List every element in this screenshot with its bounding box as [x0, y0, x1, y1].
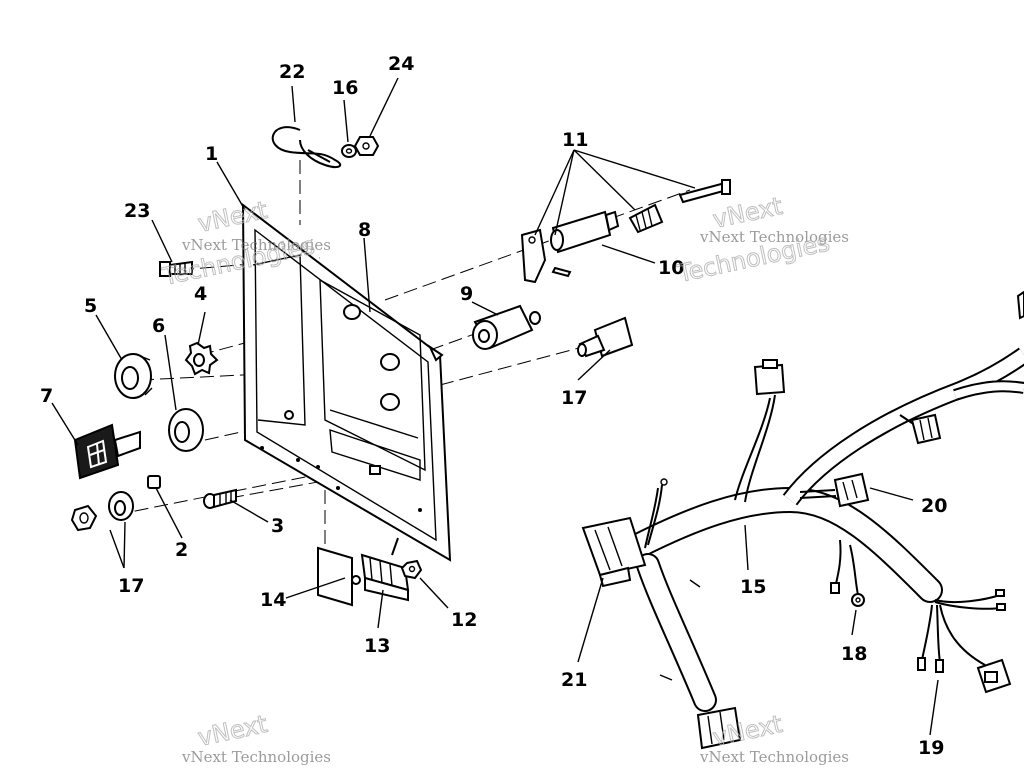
connector-top: [753, 359, 786, 396]
connector-edge: [1016, 290, 1024, 320]
callout-15: 15: [740, 576, 766, 598]
spade-terminals: [660, 478, 1006, 673]
callout-6: 6: [152, 315, 165, 337]
wiring-harness: [627, 347, 1024, 712]
control-panel: [241, 202, 452, 562]
connector-bottom: [696, 706, 742, 750]
callout-17-panel: 17: [561, 387, 587, 409]
callout-4: 4: [194, 283, 207, 305]
watermark-text-4: vNext Technologies: [699, 748, 849, 766]
callout-18: 18: [841, 643, 867, 665]
callout-5: 5: [84, 295, 97, 317]
mounting-plate: [317, 546, 361, 607]
callout-8: 8: [358, 219, 371, 241]
callout-12: 12: [451, 609, 477, 631]
callout-2: 2: [175, 539, 188, 561]
callout-24: 24: [388, 53, 414, 75]
knurled-nut: [114, 353, 153, 399]
callout-21: 21: [561, 669, 587, 691]
callout-22: 22: [279, 61, 305, 83]
callout-16: 16: [332, 77, 358, 99]
terminal-block: [360, 537, 410, 602]
callout-7: 7: [40, 385, 53, 407]
bolt: [203, 488, 237, 509]
connector-small: [910, 413, 942, 445]
star-washer: [184, 341, 219, 376]
toggle-switch: [577, 316, 634, 358]
callout-14: 14: [260, 589, 286, 611]
callout-3: 3: [271, 515, 284, 537]
callout-13: 13: [364, 635, 390, 657]
callout-20: 20: [921, 495, 947, 517]
push-switch: [472, 304, 541, 350]
watermark-text-1: vNext Technologies: [181, 236, 331, 254]
set-screw: [147, 475, 161, 489]
connector-19: [976, 658, 1012, 694]
callout-17-nut: 17: [118, 575, 144, 597]
callout-1: 1: [205, 143, 218, 165]
callout-19: 19: [918, 737, 944, 759]
washer: [341, 144, 357, 158]
callout-9: 9: [460, 283, 473, 305]
callout-23: 23: [124, 200, 150, 222]
callout-11: 11: [562, 129, 588, 151]
watermark-text-2: vNext Technologies: [699, 228, 849, 246]
latch-assembly: [520, 179, 731, 284]
callout-labels: 1 2 3 4 5 6 7 8 9 10 11 12 13 14 15 16 1…: [40, 53, 947, 759]
screw: [159, 260, 193, 277]
small-nut: [400, 559, 423, 580]
knurled-nut-2: [168, 408, 204, 452]
connector-21: [581, 516, 647, 588]
hex-nut: [353, 136, 380, 156]
watermark-vnext-3: vNext: [195, 710, 269, 752]
leader-lines: [51, 77, 939, 736]
callout-10: 10: [658, 257, 684, 279]
connector-20: [833, 472, 870, 508]
watermark-text-3: vNext Technologies: [181, 748, 331, 766]
ring-terminal: [830, 582, 865, 607]
toggle-nut-washer: [70, 491, 134, 532]
switch-faceplate: [73, 423, 141, 480]
spring-clip: [271, 126, 342, 169]
